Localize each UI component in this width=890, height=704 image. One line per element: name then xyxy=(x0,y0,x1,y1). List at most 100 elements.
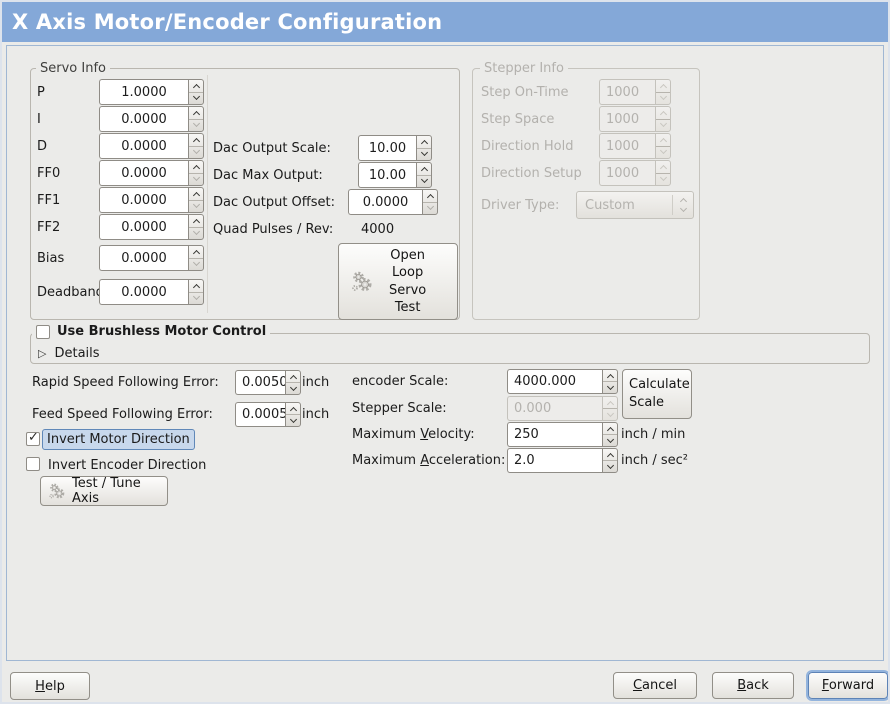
feed-error-unit: inch xyxy=(302,407,330,422)
bias-spin-down-button[interactable] xyxy=(189,257,203,271)
help-button[interactable]: Help xyxy=(10,672,90,700)
ff1-label: FF1 xyxy=(37,192,61,208)
maximum-acceleration-input[interactable]: 2.0 xyxy=(507,448,602,473)
driver-type-combobox: Custom xyxy=(576,191,694,219)
dac-output-offset-spinbox: 0.0000 xyxy=(348,189,438,215)
ff2-spin-up-button[interactable] xyxy=(189,215,203,227)
direction-hold-spin-up-button xyxy=(656,134,670,146)
bias-spin-up-button[interactable] xyxy=(189,246,203,258)
feed-following-error-spinbox: 0.0005 xyxy=(235,402,301,427)
feed-error-spin-up-button[interactable] xyxy=(286,403,300,414)
dac-output-scale-spin-down-button[interactable] xyxy=(417,147,431,161)
acceleration-unit: inch / sec² xyxy=(621,453,689,468)
test-tune-axis-button[interactable]: Test / Tune Axis xyxy=(40,476,168,506)
quad-pulses-value: 4000 xyxy=(361,221,395,237)
open-loop-servo-test-button[interactable]: Open Loop Servo Test xyxy=(338,243,458,320)
maximum-velocity-input[interactable]: 250 xyxy=(507,422,602,447)
step-space-label: Step Space xyxy=(481,111,555,127)
step-space-spin-up-button xyxy=(656,107,670,119)
p-input[interactable]: 1.0000 xyxy=(99,79,188,105)
deadband-label: Deadband xyxy=(37,284,104,300)
encoder-scale-spin-down-button[interactable] xyxy=(603,381,617,393)
details-label: Details xyxy=(54,346,100,361)
acceleration-spin-up-button[interactable] xyxy=(603,449,617,460)
dac-max-output-spin-down-button[interactable] xyxy=(417,174,431,188)
dac-max-output-input[interactable]: 10.00 xyxy=(358,162,416,188)
ff2-spin-down-button[interactable] xyxy=(189,226,203,240)
rapid-error-unit: inch xyxy=(302,375,330,390)
calculate-scale-button[interactable]: Calculate Scale xyxy=(622,369,692,419)
step-on-time-spin-up-button xyxy=(656,80,670,92)
stepper-info-legend: Stepper Info xyxy=(480,61,568,76)
deadband-spin-up-button[interactable] xyxy=(189,280,203,292)
cancel-button[interactable]: Cancel xyxy=(613,672,697,699)
combo-arrows-icon xyxy=(673,197,693,213)
step-space-input: 1000 xyxy=(599,106,655,132)
dac-output-scale-spin-up-button[interactable] xyxy=(417,136,431,148)
feed-error-spin-down-button[interactable] xyxy=(286,414,300,426)
i-label: I xyxy=(37,111,41,127)
forward-button[interactable]: Forward xyxy=(806,670,888,701)
p-spin-down-button[interactable] xyxy=(189,91,203,105)
dac-output-offset-spin-down-button[interactable] xyxy=(423,201,437,215)
ff0-input[interactable]: 0.0000 xyxy=(99,160,188,186)
rapid-error-spin-up-button[interactable] xyxy=(286,371,300,382)
encoder-scale-input[interactable]: 4000.000 xyxy=(507,369,602,394)
rapid-error-spin-down-button[interactable] xyxy=(286,382,300,394)
servo-info-legend: Servo Info xyxy=(36,61,110,76)
rapid-following-error-spinbox: 0.0050 xyxy=(235,370,301,395)
invert-encoder-direction-checkbox[interactable] xyxy=(26,457,40,471)
brushless-frame xyxy=(30,333,870,364)
step-on-time-spin-down-button xyxy=(656,91,670,105)
p-spin-up-button[interactable] xyxy=(189,80,203,92)
rapid-following-error-input[interactable]: 0.0050 xyxy=(235,370,288,395)
dac-max-output-spin-up-button[interactable] xyxy=(417,163,431,175)
servo-column-divider xyxy=(207,75,208,313)
invert-motor-direction-checkbox[interactable]: ✓ xyxy=(26,430,40,446)
d-spin-up-button[interactable] xyxy=(189,134,203,146)
content-panel xyxy=(6,45,884,661)
ff1-spin-down-button[interactable] xyxy=(189,199,203,213)
use-brushless-checkbox[interactable] xyxy=(36,324,50,339)
checkmark-icon: ✓ xyxy=(28,430,39,445)
ff0-spin-down-button[interactable] xyxy=(189,172,203,186)
ff1-spin-up-button[interactable] xyxy=(189,188,203,200)
encoder-scale-spin-up-button[interactable] xyxy=(603,370,617,381)
maximum-acceleration-spinbox: 2.0 xyxy=(507,448,618,473)
d-label: D xyxy=(37,138,48,154)
details-expander[interactable]: ▷ Details xyxy=(38,346,100,361)
p-spinbox: 1.0000 xyxy=(99,79,204,105)
d-input[interactable]: 0.0000 xyxy=(99,133,188,159)
expander-triangle-icon: ▷ xyxy=(38,347,47,360)
deadband-input[interactable]: 0.0000 xyxy=(99,279,188,305)
i-input[interactable]: 0.0000 xyxy=(99,106,188,132)
stepper-scale-input: 0.000 xyxy=(507,396,602,421)
d-spin-down-button[interactable] xyxy=(189,145,203,159)
velocity-spin-down-button[interactable] xyxy=(603,434,617,446)
gears-icon xyxy=(352,271,372,291)
driver-type-label: Driver Type: xyxy=(481,197,560,213)
direction-setup-spin-down-button xyxy=(656,172,670,186)
deadband-spin-down-button[interactable] xyxy=(189,291,203,305)
use-brushless-label: Use Brushless Motor Control xyxy=(57,324,267,339)
encoder-scale-spinbox: 4000.000 xyxy=(507,369,618,394)
ff0-spin-up-button[interactable] xyxy=(189,161,203,173)
bias-spinbox: 0.0000 xyxy=(99,245,204,271)
feed-following-error-input[interactable]: 0.0005 xyxy=(235,402,288,427)
velocity-spin-up-button[interactable] xyxy=(603,423,617,434)
dac-output-offset-label: Dac Output Offset: xyxy=(213,194,335,210)
bias-input[interactable]: 0.0000 xyxy=(99,245,188,271)
acceleration-spin-down-button[interactable] xyxy=(603,460,617,472)
i-spin-up-button[interactable] xyxy=(189,107,203,119)
ff1-input[interactable]: 0.0000 xyxy=(99,187,188,213)
dac-output-offset-spin-up-button[interactable] xyxy=(423,190,437,202)
i-spin-down-button[interactable] xyxy=(189,118,203,132)
dac-output-offset-input[interactable]: 0.0000 xyxy=(348,189,422,215)
direction-hold-spin-down-button xyxy=(656,145,670,159)
back-button[interactable]: Back xyxy=(712,672,794,699)
invert-motor-direction-label-highlight[interactable]: Invert Motor Direction xyxy=(42,429,195,450)
ff2-input[interactable]: 0.0000 xyxy=(99,214,188,240)
dac-output-scale-spinbox: 10.00 xyxy=(358,135,432,161)
dac-output-scale-input[interactable]: 10.00 xyxy=(358,135,416,161)
